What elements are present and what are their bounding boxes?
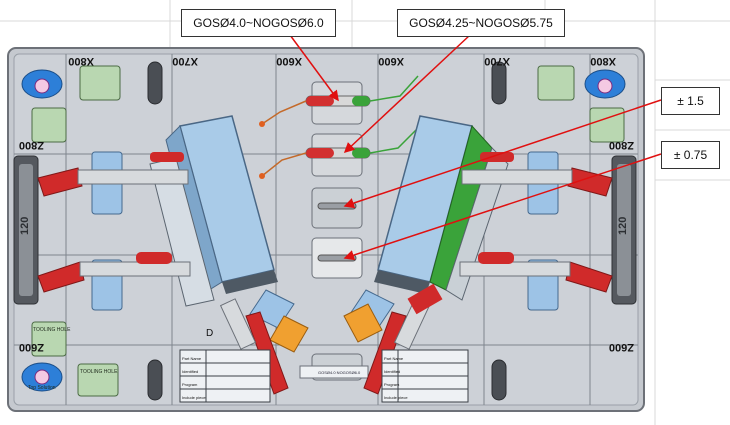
handle-label-right: 120 bbox=[617, 217, 629, 235]
grid-label-x800-left: X800 bbox=[68, 55, 94, 67]
left-clamps bbox=[37, 151, 191, 311]
callout-tolerance-a: ± 1.5 bbox=[661, 87, 720, 115]
left-part-body bbox=[149, 115, 278, 307]
info-table bbox=[179, 349, 469, 403]
callout-gauge-b: GOSØ4.25~NOGOSØ5.75 bbox=[397, 9, 565, 37]
table-right-row-2: Identified bbox=[384, 369, 400, 374]
callout-gauge-a: GOSØ4.0~NOGOSØ6.0 bbox=[181, 9, 336, 37]
grid-label-x700-left: X700 bbox=[172, 55, 198, 67]
table-right-row-1: Part Name bbox=[384, 356, 404, 361]
handle-label-left: 120 bbox=[19, 217, 31, 235]
datum-d-label: D bbox=[206, 328, 213, 339]
tooling-hole-plates bbox=[31, 65, 625, 397]
grid-label-z600-left: Z600 bbox=[19, 341, 44, 353]
grid-label-x600-right: X600 bbox=[378, 55, 404, 67]
top-solution-label: Top Solution bbox=[28, 385, 56, 391]
callout-tolerance-b: ± 0.75 bbox=[661, 141, 720, 169]
pin-tethers bbox=[369, 75, 419, 154]
grid-label-x800-right: X800 bbox=[590, 55, 616, 67]
grid-label-x600-left: X600 bbox=[276, 55, 302, 67]
grid-label-x700-right: X700 bbox=[484, 55, 510, 67]
table-left-row-3: Program bbox=[182, 382, 198, 387]
table-left-row-1: Part Name bbox=[182, 356, 202, 361]
table-right-row-4: Include piece bbox=[384, 395, 408, 400]
right-clamps bbox=[459, 151, 613, 311]
grid-label-z600-right: Z600 bbox=[609, 341, 634, 353]
table-left-row-2: Identified bbox=[182, 369, 198, 374]
grid-label-z800-right: Z800 bbox=[609, 139, 634, 151]
table-right-row-3: Program bbox=[384, 382, 400, 387]
center-pin-label: GOSØ4.0 NOGOSØ6.0 bbox=[318, 370, 361, 375]
lifting-handles bbox=[147, 61, 507, 401]
tooling-hole-label-left: TOOLING HOLE bbox=[33, 327, 71, 333]
leader-lines bbox=[289, 34, 662, 261]
grid-label-z800-left: Z800 bbox=[19, 139, 44, 151]
locator-pins bbox=[21, 69, 626, 392]
tooling-hole-label-bottom: TOOLING HOLE bbox=[80, 369, 118, 375]
table-left-row-4: Include piece bbox=[182, 395, 206, 400]
bottom-clamps bbox=[219, 283, 443, 395]
